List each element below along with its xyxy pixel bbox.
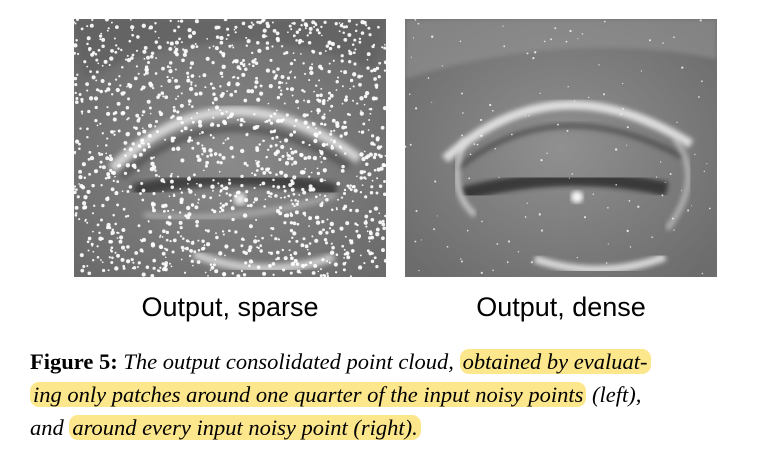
caption-text: The output consolidated point cloud, xyxy=(123,349,460,374)
caption-highlight: around every input noisy point (right). xyxy=(69,415,421,440)
sparse-output-image xyxy=(74,19,386,277)
caption-text: and xyxy=(30,415,70,440)
figure-caption: Figure 5: The output consolidated point … xyxy=(30,345,760,444)
dense-output-image xyxy=(405,19,717,277)
caption-highlight: ing only patches around one quarter of t… xyxy=(30,382,587,407)
dense-panel-label: Output, dense xyxy=(476,292,646,322)
caption-highlight: obtained by evaluat- xyxy=(459,349,651,374)
figure-label: Figure 5: xyxy=(30,349,118,374)
sparse-panel-label: Output, sparse xyxy=(141,292,319,322)
caption-text: (left), xyxy=(586,382,642,407)
